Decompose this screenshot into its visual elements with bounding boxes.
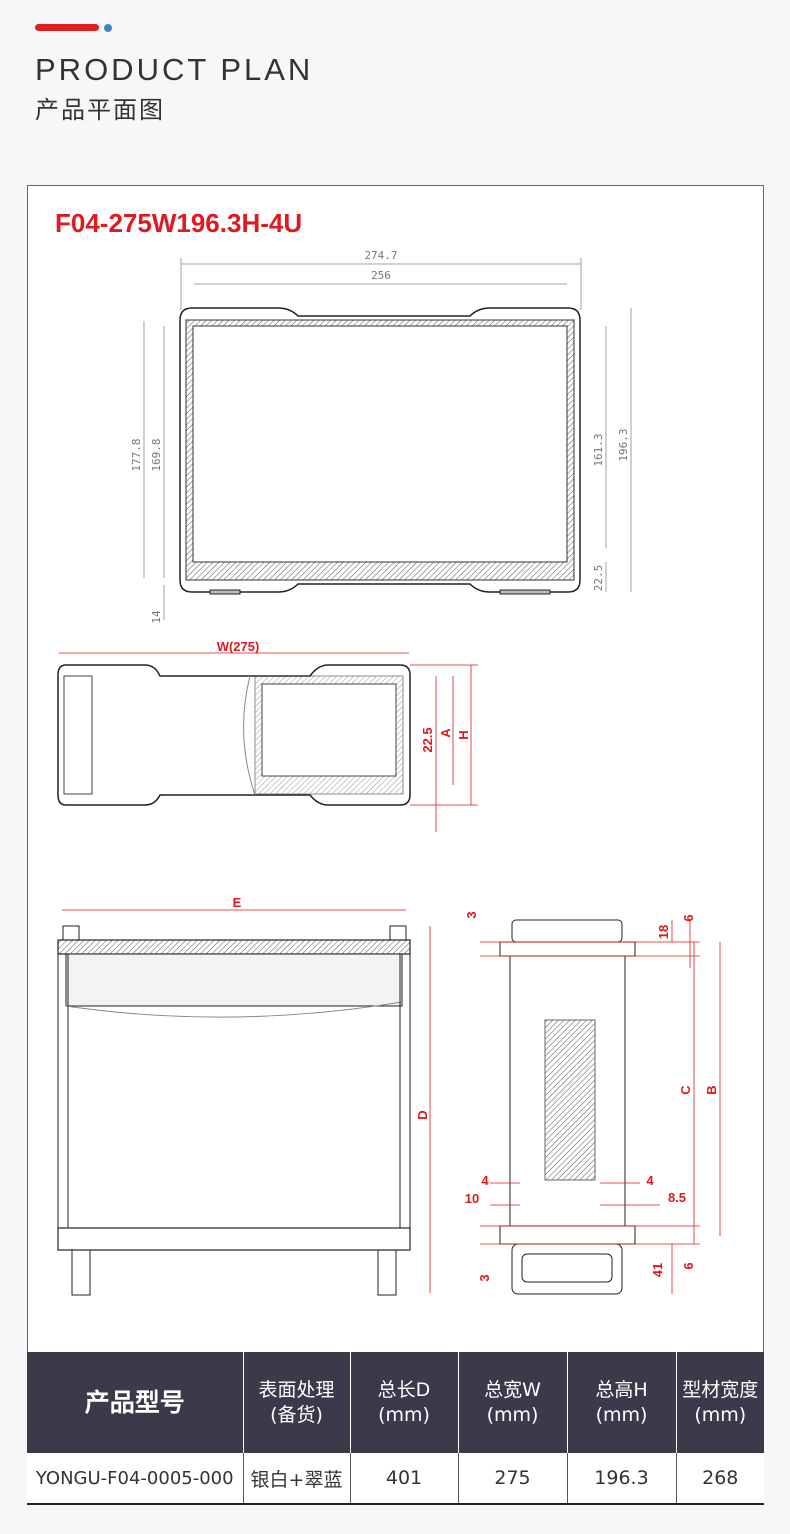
front-section-view <box>143 258 632 620</box>
dim-3-bottom: 3 <box>477 1274 492 1281</box>
dim-18: 18 <box>656 925 671 939</box>
dim-274-7: 274.7 <box>364 249 397 262</box>
dim-c: C <box>678 1085 693 1095</box>
dim-6-top: 6 <box>681 914 696 921</box>
table-row: YONGU-F04-0005-000 银白+翠蓝 401 275 196.3 2… <box>27 1453 764 1505</box>
table-header-row: 产品型号 表面处理(备货) 总长D(mm) 总宽W(mm) 总高H(mm) 型材… <box>27 1352 764 1453</box>
cell-length: 401 <box>349 1453 458 1505</box>
dim-4-right: 4 <box>646 1173 654 1188</box>
dim-6-bottom: 6 <box>681 1262 696 1269</box>
header-blue-dot <box>104 24 112 32</box>
cell-width: 275 <box>457 1453 567 1505</box>
dim-10: 10 <box>465 1191 479 1206</box>
dim-169-8: 169.8 <box>150 438 163 471</box>
dim-d: D <box>415 1110 430 1119</box>
dim-w: W(275) <box>217 639 260 654</box>
col-width: 总宽W(mm) <box>457 1352 567 1453</box>
section-title-en: PRODUCT PLAN <box>35 52 314 87</box>
col-model: 产品型号 <box>27 1352 243 1453</box>
cell-profile-width: 268 <box>675 1453 764 1505</box>
dim-22-5: 22.5 <box>592 565 605 592</box>
cell-height: 196.3 <box>566 1453 676 1505</box>
dim-e: E <box>233 895 242 910</box>
dim-b: B <box>704 1085 719 1094</box>
dim-256: 256 <box>371 269 391 282</box>
dim-h: H <box>456 730 471 739</box>
dim-8-5: 8.5 <box>668 1190 686 1205</box>
section-title-cn: 产品平面图 <box>35 96 165 124</box>
dim-4-left: 4 <box>481 1173 489 1188</box>
dim-22-5-red: 22.5 <box>420 727 435 752</box>
side-view <box>57 909 431 1296</box>
spec-table: 产品型号 表面处理(备货) 总长D(mm) 总宽W(mm) 总高H(mm) 型材… <box>27 1352 764 1505</box>
dim-14: 14 <box>150 610 163 624</box>
dim-41: 41 <box>650 1263 665 1277</box>
header-red-bar <box>35 24 99 31</box>
col-profile-width: 型材宽度(mm) <box>675 1352 764 1453</box>
dim-161-3: 161.3 <box>592 433 605 466</box>
cell-model: YONGU-F04-0005-000 <box>27 1453 243 1505</box>
model-title: F04-275W196.3H-4U <box>55 208 303 238</box>
cell-surface: 银白+翠蓝 <box>242 1453 350 1505</box>
top-view <box>57 652 478 832</box>
col-surface: 表面处理(备货) <box>242 1352 350 1453</box>
col-height: 总高H(mm) <box>566 1352 676 1453</box>
dim-a: A <box>438 728 453 738</box>
col-length: 总长D(mm) <box>349 1352 458 1453</box>
dim-177-8: 177.8 <box>130 438 143 471</box>
dim-3-top: 3 <box>464 911 479 918</box>
dim-196-3: 196.3 <box>617 428 630 461</box>
end-view <box>480 919 721 1295</box>
